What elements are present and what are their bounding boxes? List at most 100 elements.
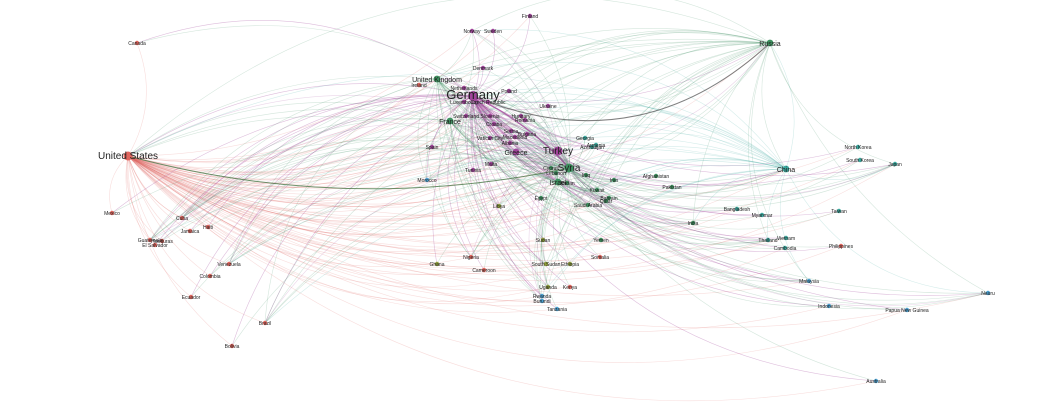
node-cyprus[interactable] — [548, 165, 554, 171]
node-slovenia[interactable] — [487, 113, 493, 119]
node-georgia[interactable] — [582, 135, 588, 141]
node-finland[interactable] — [527, 13, 533, 19]
node-afghanistan[interactable] — [653, 173, 659, 179]
node-cuba[interactable] — [179, 215, 185, 221]
node-kenya[interactable] — [567, 284, 573, 290]
node-nauru[interactable] — [985, 290, 991, 296]
node-bahrain[interactable] — [606, 195, 612, 201]
node-vietnam[interactable] — [783, 235, 789, 241]
node-bolivia[interactable] — [229, 343, 235, 349]
edge-germany-russia — [472, 42, 771, 104]
node-southkorea[interactable] — [857, 157, 863, 163]
node-russia[interactable] — [766, 39, 774, 47]
node-tanzania[interactable] — [554, 306, 560, 312]
node-yemen[interactable] — [598, 237, 604, 243]
node-guatemala[interactable] — [147, 237, 153, 243]
node-rwanda[interactable] — [539, 293, 545, 299]
node-uganda[interactable] — [545, 284, 551, 290]
node-azerbaijan[interactable] — [589, 144, 595, 150]
node-denmark[interactable] — [480, 65, 486, 71]
node-poland[interactable] — [506, 88, 512, 94]
node-pakistan[interactable] — [669, 184, 675, 190]
node-serbia[interactable] — [508, 128, 514, 134]
node-saudi[interactable] — [585, 202, 591, 208]
node-png[interactable] — [904, 307, 910, 313]
node-iraq[interactable] — [583, 172, 589, 178]
node-brazil[interactable] — [262, 320, 268, 326]
node-label-russia: Russia — [759, 41, 781, 48]
node-tunisia[interactable] — [470, 167, 476, 173]
node-thailand[interactable] — [765, 237, 771, 243]
node-india[interactable] — [690, 220, 696, 226]
node-indonesia[interactable] — [826, 303, 832, 309]
node-bangladesh[interactable] — [734, 206, 740, 212]
node-burundi[interactable] — [539, 298, 545, 304]
node-malaysia[interactable] — [806, 278, 812, 284]
node-luxembourg[interactable] — [461, 99, 467, 105]
node-turkey[interactable] — [553, 146, 563, 156]
node-macedonia[interactable] — [512, 134, 518, 140]
node-france[interactable] — [446, 117, 454, 125]
node-ethiopia[interactable] — [567, 261, 573, 267]
node-czech[interactable] — [485, 99, 491, 105]
node-albania[interactable] — [507, 140, 513, 146]
node-australia[interactable] — [873, 378, 879, 384]
node-philippines[interactable] — [838, 243, 844, 249]
node-southsudan[interactable] — [543, 261, 549, 267]
node-armenia[interactable] — [593, 142, 599, 148]
node-sweden[interactable] — [490, 28, 496, 34]
node-greece[interactable] — [512, 148, 520, 156]
node-somalia[interactable] — [597, 254, 603, 260]
edge-china-nauru — [785, 168, 989, 294]
node-jordan[interactable] — [564, 180, 570, 186]
node-qatar[interactable] — [603, 198, 609, 204]
node-myanmar[interactable] — [759, 212, 765, 218]
node-malta[interactable] — [488, 161, 494, 167]
node-spain[interactable] — [429, 144, 435, 150]
node-haiti[interactable] — [205, 224, 211, 230]
node-canada[interactable] — [134, 40, 140, 46]
node-sudan[interactable] — [540, 237, 546, 243]
node-germany[interactable] — [468, 91, 478, 101]
node-cameroon[interactable] — [481, 267, 487, 273]
node-iran[interactable] — [611, 177, 617, 183]
node-us[interactable] — [123, 151, 133, 161]
node-ecuador[interactable] — [188, 294, 194, 300]
node-morocco[interactable] — [424, 177, 430, 183]
node-vatican[interactable] — [487, 135, 493, 141]
node-hungary[interactable] — [518, 113, 524, 119]
node-ghana[interactable] — [434, 261, 440, 267]
node-mexico[interactable] — [109, 210, 115, 216]
node-netherlands[interactable] — [461, 85, 467, 91]
node-label-jamaica: Jamaica — [181, 229, 200, 235]
node-honduras[interactable] — [159, 238, 165, 244]
node-jamaica[interactable] — [187, 228, 193, 234]
node-switzerland[interactable] — [463, 113, 469, 119]
node-cambodia[interactable] — [782, 245, 788, 251]
node-northkorea[interactable] — [855, 144, 861, 150]
node-bulgaria[interactable] — [524, 131, 530, 137]
node-japan[interactable] — [892, 161, 898, 167]
node-uk[interactable] — [433, 75, 441, 83]
node-colombia[interactable] — [207, 273, 213, 279]
node-taiwan[interactable] — [836, 208, 842, 214]
node-romania[interactable] — [522, 117, 528, 123]
edge-turkey-thailand — [557, 150, 769, 241]
edge-us-ethiopia — [127, 155, 571, 288]
node-nigeria[interactable] — [468, 254, 474, 260]
node-egypt[interactable] — [538, 195, 544, 201]
node-lebanon[interactable] — [553, 170, 559, 176]
node-label-libya: Libya — [493, 204, 505, 210]
node-croatia[interactable] — [491, 121, 497, 127]
node-libya[interactable] — [496, 203, 502, 209]
node-ireland[interactable] — [416, 82, 422, 88]
edge-germany-bangladesh — [472, 95, 738, 213]
node-norway[interactable] — [469, 28, 475, 34]
node-israel[interactable] — [554, 178, 562, 186]
node-venezuela[interactable] — [226, 261, 232, 267]
node-syria[interactable] — [564, 163, 574, 173]
node-elsalvador[interactable] — [152, 242, 158, 248]
node-ukraine[interactable] — [545, 103, 551, 109]
node-china[interactable] — [782, 165, 790, 173]
node-kuwait[interactable] — [594, 187, 600, 193]
